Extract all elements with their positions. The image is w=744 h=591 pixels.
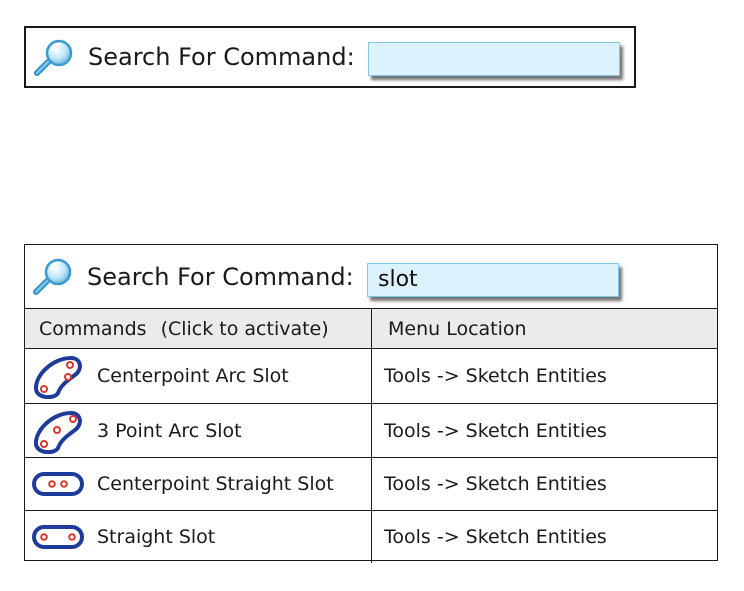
straight-slot-icon [29, 513, 87, 561]
search-input[interactable]: slot [367, 263, 619, 297]
commands-header-label: Commands [39, 317, 147, 340]
command-label: Centerpoint Straight Slot [97, 473, 334, 495]
command-cell[interactable]: Centerpoint Arc Slot [25, 349, 372, 403]
results-table: Commands (Click to activate) Menu Locati… [25, 309, 717, 563]
magnifier-icon [34, 39, 73, 76]
search-label: Search For Command: [88, 43, 355, 71]
menu-location-cell: Tools -> Sketch Entities [384, 473, 607, 495]
table-row[interactable]: Straight Slot Tools -> Sketch Entities [25, 511, 717, 563]
commands-header-hint: (Click to activate) [160, 317, 329, 340]
column-header-menu-location: Menu Location [388, 317, 527, 340]
menu-location-cell: Tools -> Sketch Entities [384, 365, 607, 387]
menu-location-cell: Tools -> Sketch Entities [384, 419, 607, 442]
table-header: Commands (Click to activate) Menu Locati… [25, 309, 717, 349]
search-results-panel: Search For Command: slot Commands (Click… [24, 244, 718, 563]
arc-slot-icon [29, 407, 87, 455]
column-header-commands: Commands (Click to activate) [25, 309, 372, 348]
search-label: Search For Command: [87, 262, 354, 291]
search-bar-empty: Search For Command: [24, 26, 636, 88]
search-input[interactable] [368, 42, 620, 76]
command-label: Straight Slot [97, 526, 216, 548]
table-row[interactable]: 3 Point Arc Slot Tools -> Sketch Entitie… [25, 404, 717, 458]
command-cell[interactable]: Centerpoint Straight Slot [25, 458, 372, 510]
command-label: 3 Point Arc Slot [97, 419, 242, 442]
arc-slot-icon [29, 352, 87, 400]
menu-location-cell: Tools -> Sketch Entities [384, 526, 607, 548]
table-row[interactable]: Centerpoint Straight Slot Tools -> Sketc… [25, 458, 717, 511]
command-cell[interactable]: 3 Point Arc Slot [25, 404, 372, 457]
magnifier-icon [33, 258, 72, 295]
straight-slot-icon [29, 460, 87, 508]
command-label: Centerpoint Arc Slot [97, 365, 289, 387]
command-cell[interactable]: Straight Slot [25, 511, 372, 563]
table-row[interactable]: Centerpoint Arc Slot Tools -> Sketch Ent… [25, 349, 717, 404]
search-bar-filled: Search For Command: slot [24, 244, 718, 309]
